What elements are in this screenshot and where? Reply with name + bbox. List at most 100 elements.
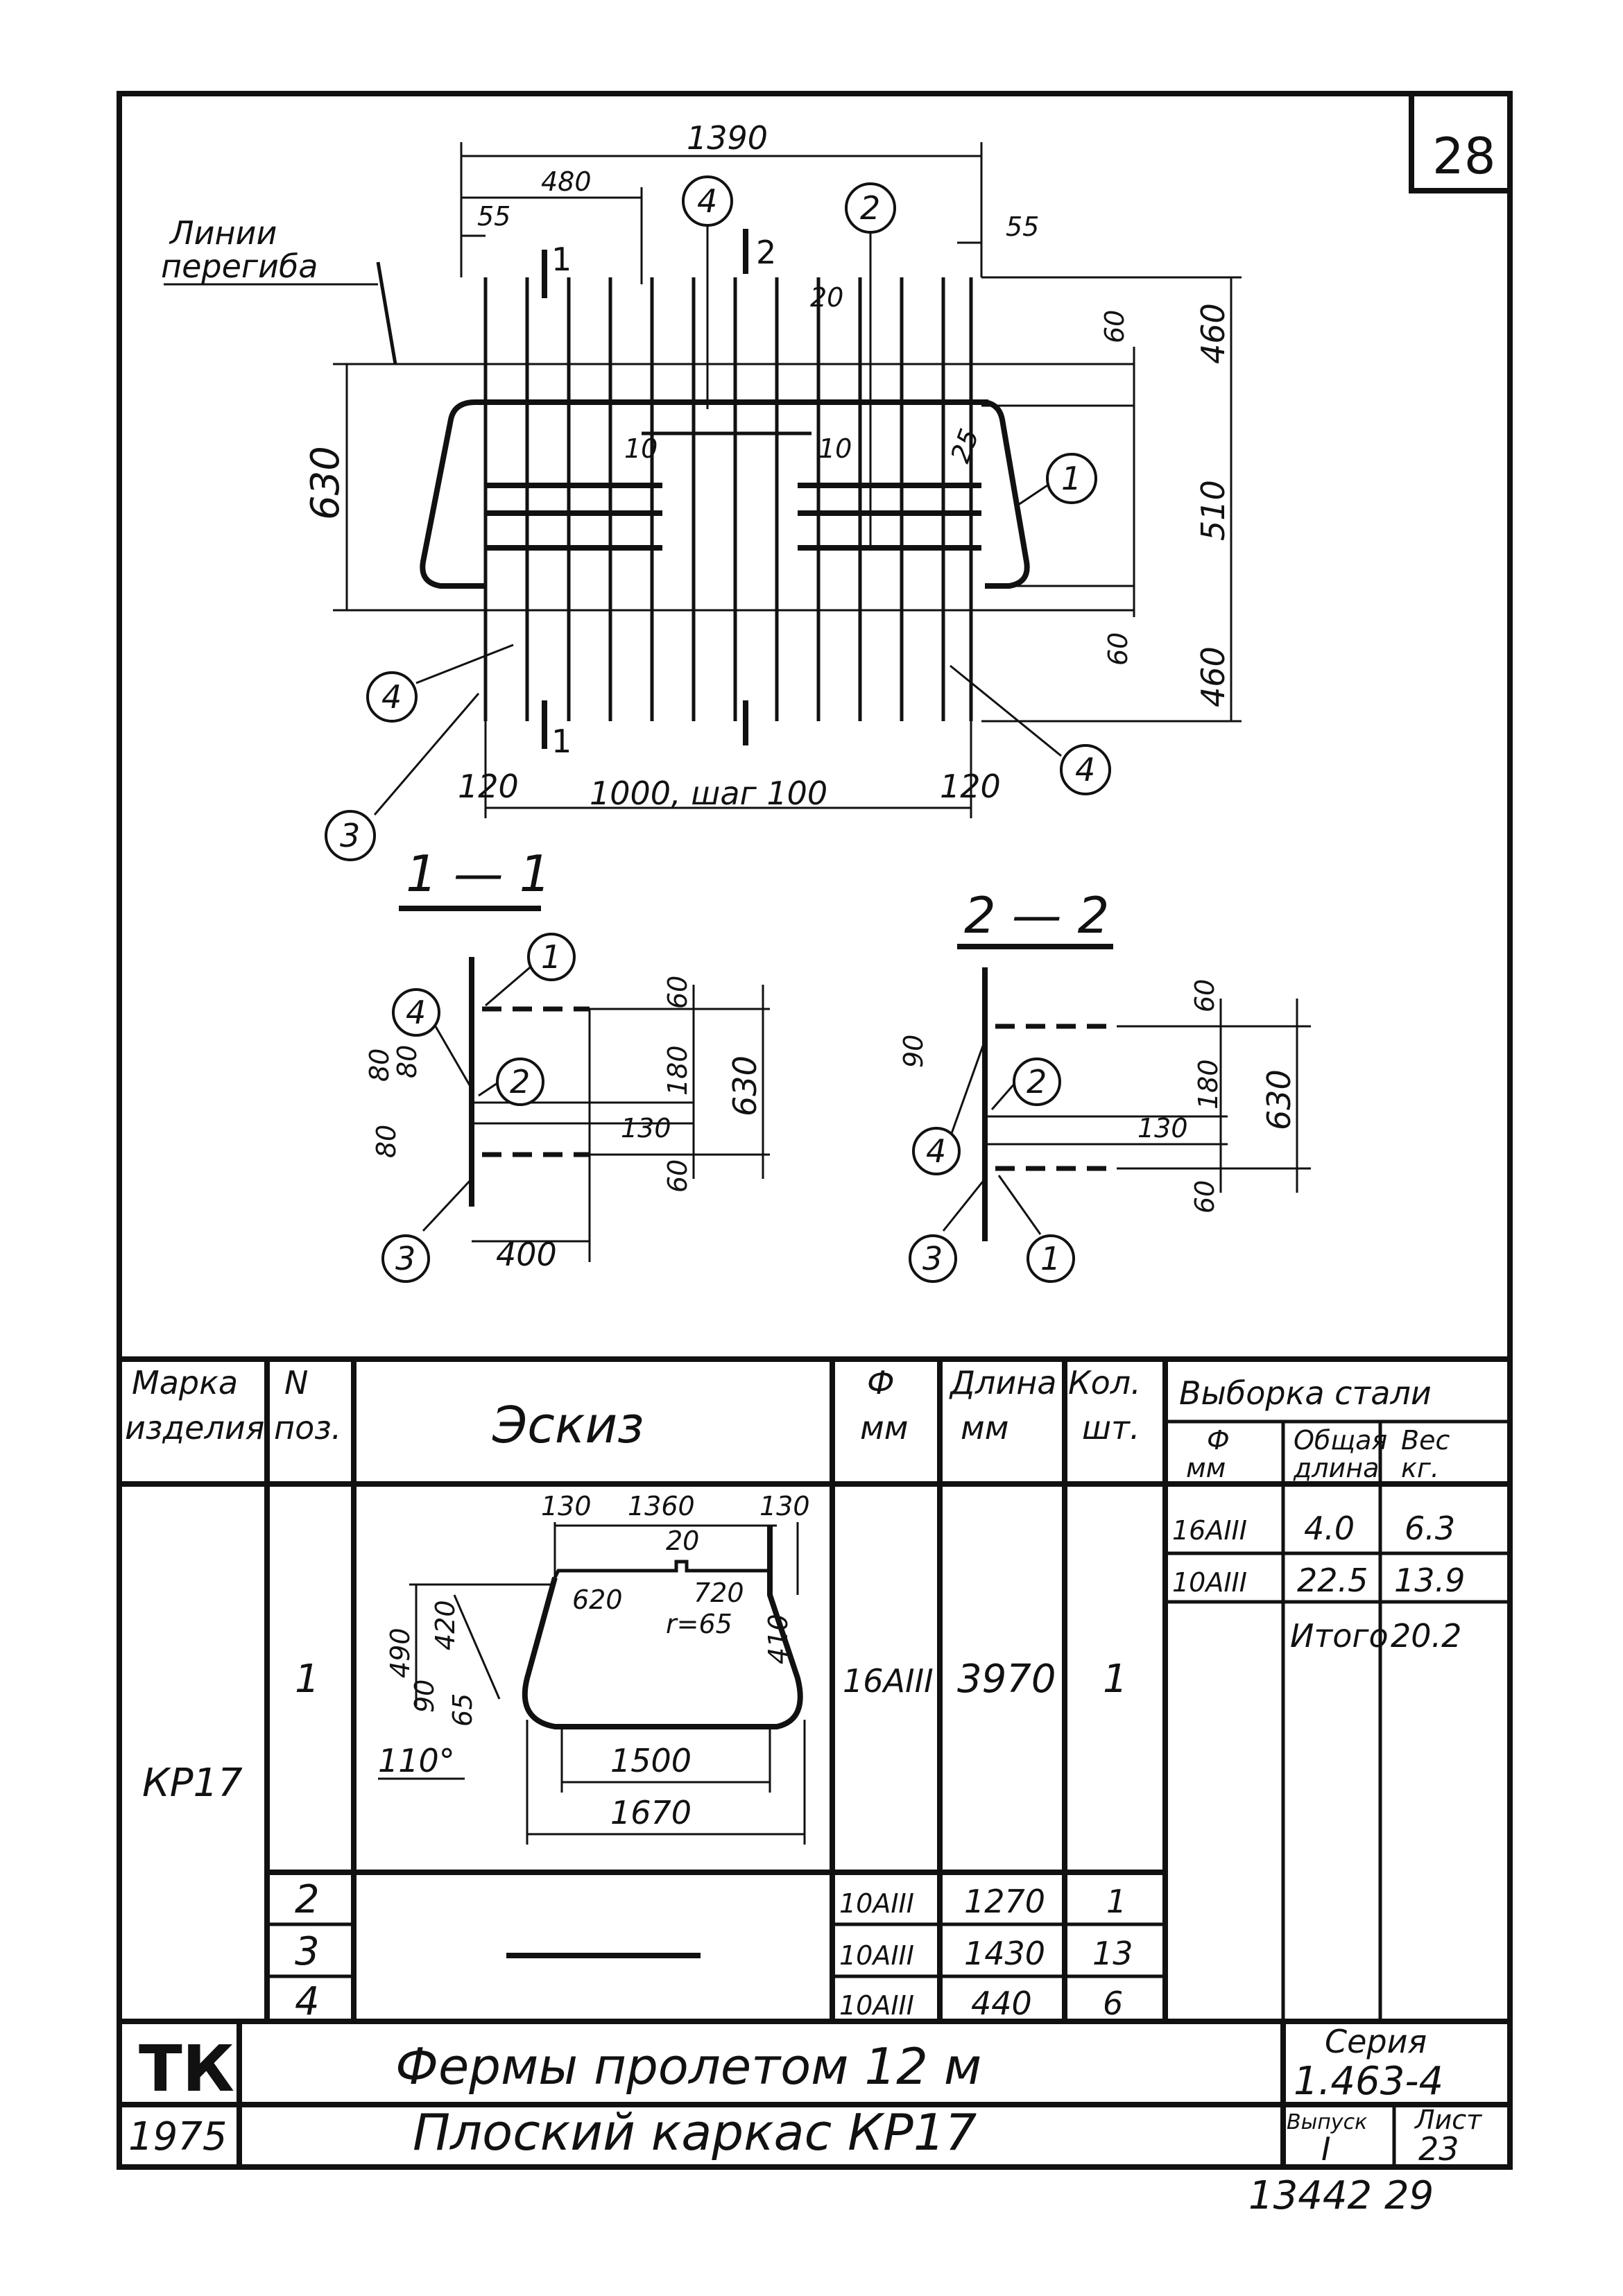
sketch-d420: 420 — [430, 1600, 461, 1650]
cell-qty-1: 1 — [1103, 1657, 1128, 1702]
leader-4-left — [415, 644, 514, 684]
callout-4-right: 4 — [1060, 744, 1111, 795]
cell-length-2: 1270 — [964, 1883, 1045, 1920]
s11-callout-4: 4 — [392, 988, 440, 1037]
callout-number: 3 — [395, 1240, 415, 1277]
sketch-d20: 20 — [666, 1526, 699, 1556]
s11-d80-b: 80 — [392, 1045, 422, 1078]
hdr-steel-dia-1: Ф — [1207, 1425, 1230, 1456]
s11-leader-1 — [485, 963, 535, 1007]
steel-total-label: Итого — [1290, 1617, 1389, 1655]
callout-circle — [1046, 453, 1097, 504]
s22-callout-3: 3 — [909, 1234, 957, 1283]
steel-len-2: 22.5 — [1297, 1562, 1368, 1599]
dim-120-right: 120 — [940, 768, 1001, 805]
s11-d60-bottom: 60 — [662, 1159, 693, 1193]
hdr-steel-wt-2: кг. — [1401, 1453, 1439, 1483]
callout-circle — [325, 810, 376, 861]
sketch-d1360: 1360 — [628, 1491, 695, 1521]
vertical-bars — [483, 277, 973, 721]
callout-number: 1 — [1040, 1240, 1060, 1277]
title-line-1: Фермы пролетом 12 м — [395, 2037, 981, 2096]
callout-number: 4 — [1075, 751, 1095, 788]
leader-1 — [1015, 484, 1048, 508]
outer-frame — [117, 91, 1513, 2170]
dim-20: 20 — [810, 282, 843, 313]
sketch-angle: 110° — [378, 1742, 455, 1779]
s11-callout-1: 1 — [527, 933, 576, 981]
callout-number: 1 — [1061, 460, 1081, 497]
s22-leader-3 — [942, 1178, 986, 1232]
steel-len-1: 4.0 — [1304, 1510, 1355, 1547]
callout-2: 2 — [845, 182, 896, 234]
s11-d60-top: 60 — [662, 976, 693, 1009]
s22-d180: 180 — [1193, 1059, 1223, 1110]
sketch-d1670: 1670 — [610, 1794, 692, 1831]
sketch-r65: r=65 — [666, 1609, 732, 1639]
spec-table: Марка изделия N поз. Эскиз Ф мм Длина мм… — [119, 1356, 1510, 2024]
sheet-number: 28 — [1432, 127, 1496, 185]
s11-leader-2 — [478, 1080, 500, 1097]
dim-630: 630 — [303, 446, 348, 520]
hdr-steel-wt-1: Вес — [1401, 1425, 1450, 1456]
s22-leader-2 — [990, 1081, 1017, 1110]
cell-pos-2: 2 — [295, 1877, 320, 1922]
sketch-top-bar — [553, 1526, 772, 1579]
sketch-d65: 65 — [447, 1693, 478, 1727]
dim-60-top: 60 — [1099, 310, 1130, 343]
hdr-dia-1: Ф — [867, 1364, 895, 1401]
s11-leader-4 — [432, 1022, 473, 1089]
hdr-mark-2: изделия — [125, 1409, 264, 1447]
callout-circle — [392, 988, 440, 1037]
sketch-bent-bar — [522, 1526, 803, 1729]
bent-bar-left — [420, 399, 988, 589]
s22-leader-1 — [997, 1175, 1042, 1235]
callout-number: 4 — [926, 1132, 946, 1170]
callout-4-left: 4 — [366, 671, 418, 723]
sketch-d490: 490 — [385, 1628, 415, 1678]
title-line-2: Плоский каркас КР17 — [413, 2103, 977, 2161]
sketch-pos-1: 130 1360 130 20 620 720 r=65 490 420 410… — [378, 1491, 810, 1845]
hdr-steel-dia-2: мм — [1186, 1453, 1226, 1483]
s22-callout-4: 4 — [912, 1127, 961, 1175]
dim-60-bottom: 60 — [1103, 632, 1133, 666]
steel-dia-1: 16АIII — [1172, 1515, 1247, 1546]
callout-circle — [527, 933, 576, 981]
callout-circle — [1027, 1234, 1075, 1283]
cell-qty-3: 13 — [1092, 1935, 1133, 1972]
hdr-mark-1: Марка — [132, 1364, 238, 1401]
section-1-1-title: 1 — 1 — [406, 845, 551, 903]
s22-d60-bottom: 60 — [1190, 1180, 1220, 1214]
cell-length-3: 1430 — [964, 1935, 1045, 1972]
callout-number: 2 — [860, 189, 880, 227]
s11-d400: 400 — [496, 1236, 557, 1273]
section-1-1: 1 — 1 60 180 630 60 130 80 80 80 400 4 1… — [364, 845, 770, 1283]
sheet-label: Лист — [1414, 2105, 1483, 2135]
s22-leader-4 — [949, 1039, 986, 1138]
s11-d80-a: 80 — [364, 1048, 395, 1082]
sketch-d130a: 130 — [541, 1491, 592, 1521]
dim-10-left: 10 — [624, 433, 658, 464]
cell-pos-4: 4 — [295, 1979, 320, 2024]
cell-dia-1: 16АIII — [843, 1662, 934, 1700]
callout-number: 4 — [406, 994, 426, 1031]
steel-wt-2: 13.9 — [1394, 1562, 1465, 1599]
hdr-steel-len-1: Общая — [1294, 1425, 1387, 1456]
sketch-d130b: 130 — [759, 1491, 810, 1521]
footer-stamp: 13442 29 — [1248, 2173, 1434, 2218]
hdr-qty-2: шт. — [1082, 1409, 1140, 1447]
cell-dia-3: 10АIII — [839, 1940, 914, 1971]
s11-d130: 130 — [621, 1113, 671, 1143]
sheet-number-box — [1409, 94, 1510, 193]
cell-qty-2: 1 — [1106, 1883, 1126, 1920]
hdr-sketch: Эскиз — [492, 1396, 644, 1454]
hdr-steel-len-2: длина — [1293, 1453, 1379, 1483]
cell-length-1: 3970 — [957, 1657, 1056, 1702]
dim-55-left: 55 — [477, 201, 510, 232]
s22-d130: 130 — [1137, 1113, 1188, 1143]
code: ТК — [139, 2032, 234, 2106]
bent-bar-right — [981, 399, 1030, 589]
bend-leader — [376, 261, 397, 365]
